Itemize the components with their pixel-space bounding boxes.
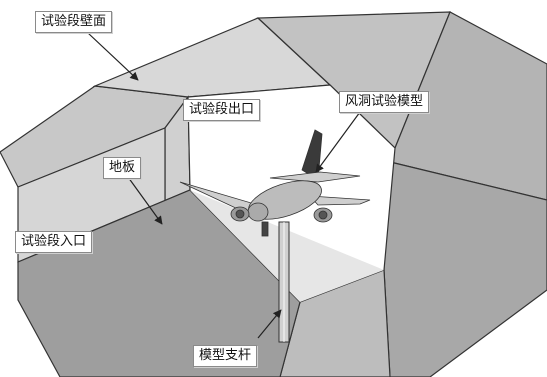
entrance-label: 试验段入口	[15, 231, 93, 253]
wall-leader	[87, 32, 139, 81]
floor-label: 地板	[103, 157, 142, 179]
support-label: 模型支杆	[193, 345, 258, 367]
model-label: 风洞试验模型	[339, 91, 430, 113]
support-leader	[257, 309, 282, 339]
exit-label: 试验段出口	[183, 99, 261, 121]
nose	[247, 202, 269, 222]
aircraft-model	[179, 129, 371, 237]
right-wing	[309, 195, 371, 206]
wall-label: 试验段壁面	[35, 11, 113, 33]
model-leader	[315, 111, 361, 173]
leader-lines	[87, 32, 361, 339]
landing-gear	[261, 221, 269, 237]
floor-leader	[127, 176, 163, 225]
